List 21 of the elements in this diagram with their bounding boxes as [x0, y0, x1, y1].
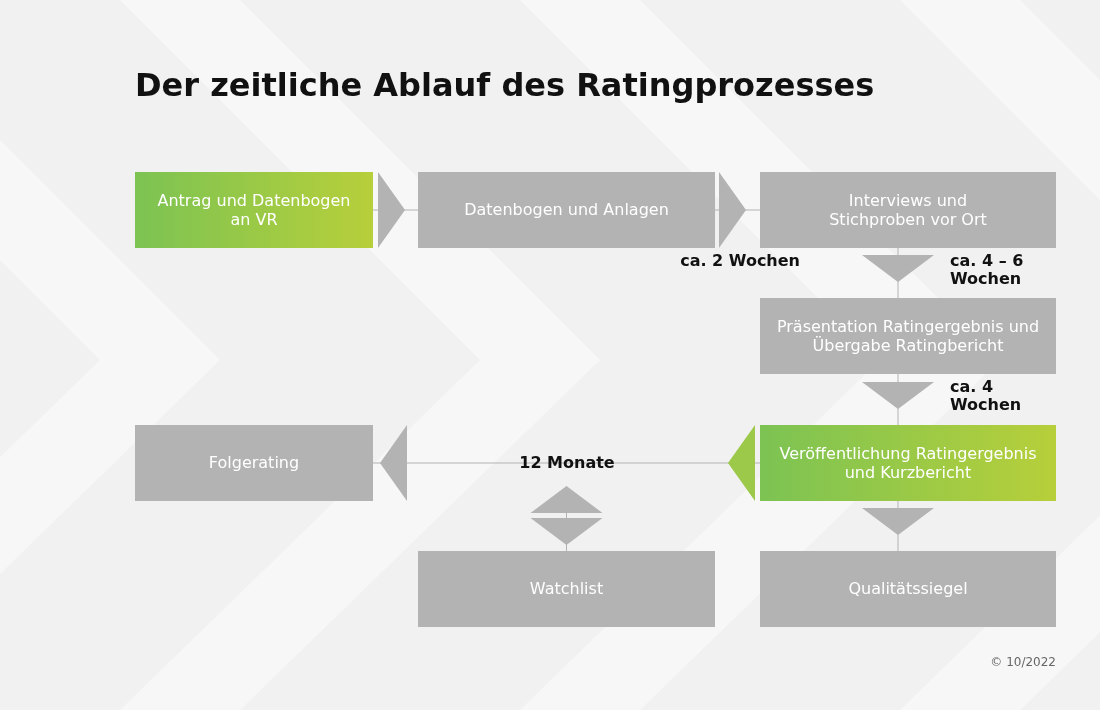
arrow [714, 172, 761, 248]
edge-label: ca. 4 – 6 Wochen [950, 252, 1025, 289]
copyright-note: © 10/2022 [990, 655, 1056, 669]
arrow [862, 500, 934, 552]
edge-label: ca. 2 Wochen [679, 252, 800, 271]
process-box: Watchlist [418, 551, 715, 627]
process-box: Antrag und Datenbogen an VR [135, 172, 373, 248]
process-box: Datenbogen und Anlagen [418, 172, 715, 248]
process-box: Veröffentlichung Ratingergebnis und Kurzbericht [760, 425, 1056, 501]
process-box: Qualitätssiegel [760, 551, 1056, 627]
process-box: Interviews und Stichproben vor Ort [760, 172, 1056, 248]
arrow [530, 485, 603, 552]
edge-label: ca. 4 Wochen [950, 378, 1020, 415]
arrow [862, 247, 934, 299]
arrow [372, 425, 761, 501]
edge-label: 12 Monate [518, 454, 616, 473]
process-box: Präsentation Ratingergebnis und Übergabe Ratingbericht [760, 298, 1056, 374]
process-box: Folgerating [135, 425, 373, 501]
title: Der zeitliche Ablauf des Ratingprozesses [135, 66, 875, 104]
arrow [372, 172, 419, 248]
arrow [862, 373, 934, 426]
